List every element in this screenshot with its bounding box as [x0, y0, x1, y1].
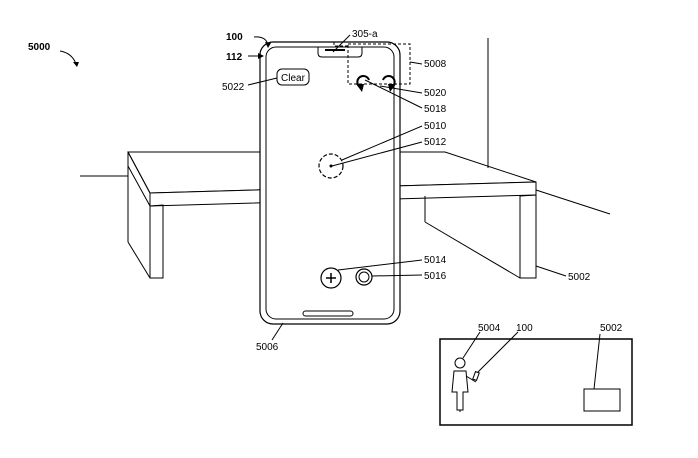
label-5000: 5000: [28, 42, 51, 53]
label-5020: 5020: [424, 88, 447, 99]
leader-lines: [59, 34, 567, 341]
label-5018: 5018: [424, 104, 447, 115]
inset-label-5004: 5004: [478, 323, 501, 334]
clear-button[interactable]: Clear: [276, 68, 310, 86]
label-5010: 5010: [424, 121, 447, 132]
field-of-view-box: [333, 42, 411, 85]
focus-reticle-icon: [318, 153, 344, 179]
inset-device: [472, 370, 480, 382]
inset-overview: 5004 100 5002: [439, 323, 633, 426]
label-100: 100: [226, 32, 243, 43]
clear-button-label: Clear: [281, 73, 306, 84]
label-5006: 5006: [256, 342, 279, 353]
person-figure: [451, 357, 477, 412]
label-5012: 5012: [424, 137, 447, 148]
label-112: 112: [226, 52, 243, 63]
camera-notch: [317, 47, 363, 58]
label-5002: 5002: [568, 272, 591, 283]
capture-button[interactable]: shutter-icon: [355, 268, 373, 286]
inset-table: [583, 388, 621, 412]
room-lines: [80, 38, 611, 215]
inset-label-5002: 5002: [600, 323, 623, 334]
device-100: [259, 41, 401, 325]
home-indicator[interactable]: [302, 310, 354, 317]
reference-labels: 5000 100 112 305-a 5008 5022 5020 5018 5…: [28, 29, 591, 353]
label-305a: 305-a: [352, 29, 378, 40]
undo-arrow-icon[interactable]: [356, 75, 370, 92]
label-5022: 5022: [222, 82, 245, 93]
label-5016: 5016: [424, 271, 447, 282]
inset-label-100: 100: [516, 323, 533, 334]
label-5014: 5014: [424, 255, 447, 266]
add-button[interactable]: plus-icon: [320, 267, 342, 289]
label-5008: 5008: [424, 59, 447, 70]
